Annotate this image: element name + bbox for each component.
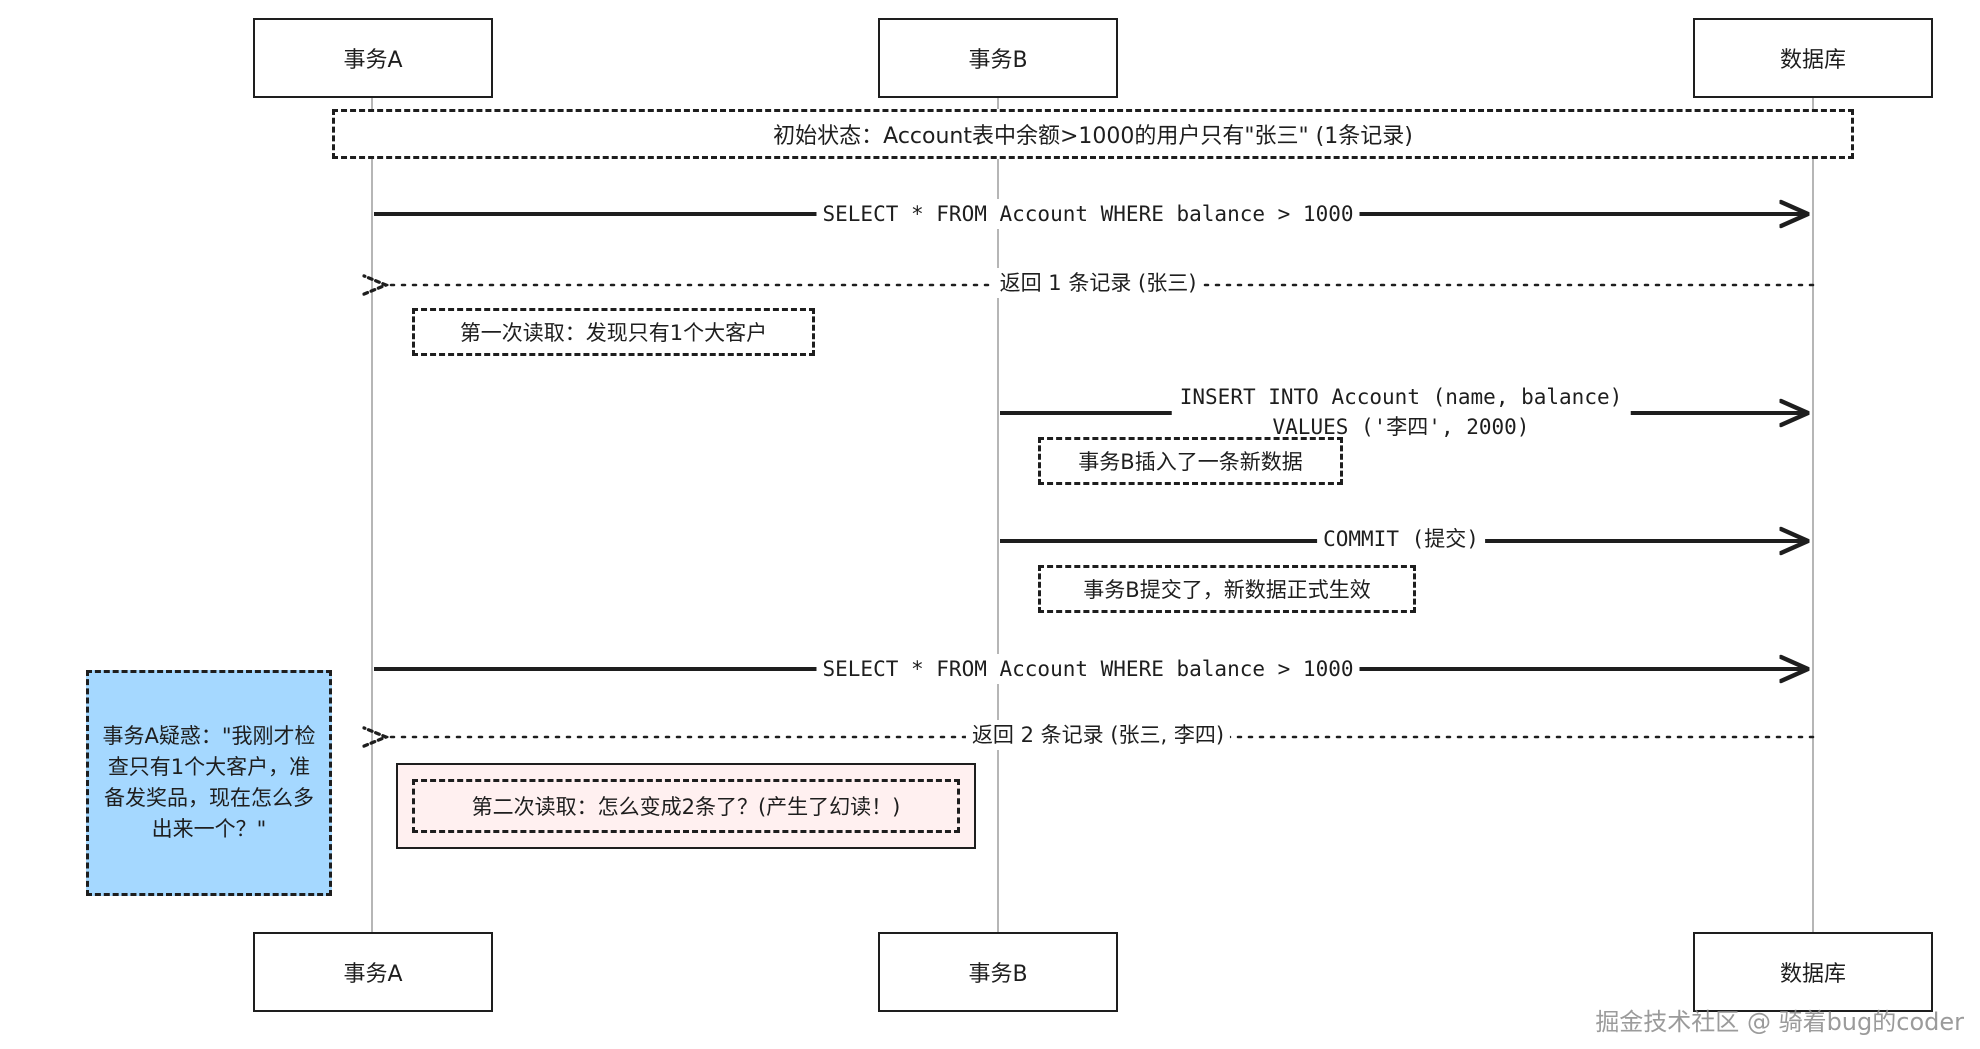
note-text: 第一次读取：发现只有1个大客户 (459, 321, 768, 345)
participant-transaction-b-top: 事务B (878, 18, 1118, 98)
note-text: 事务B提交了，新数据正式生效 (1083, 578, 1371, 602)
label-commit: COMMIT (提交) (1317, 524, 1485, 554)
participant-label: 事务A (343, 48, 403, 73)
note-text: 初始状态：Account表中余额>1000的用户只有"张三" (1条记录) (773, 124, 1413, 149)
note-text: 事务B插入了一条新数据 (1078, 450, 1303, 474)
label-return-1: 返回 1 条记录 (张三) (993, 268, 1203, 298)
participant-database-top: 数据库 (1693, 18, 1933, 98)
note-second-read: 第二次读取：怎么变成2条了？(产生了幻读！) (412, 779, 960, 833)
label-return-2: 返回 2 条记录 (张三, 李四) (965, 720, 1231, 750)
participant-transaction-a-bottom: 事务A (253, 932, 493, 1012)
label-insert-line-1: INSERT INTO Account (name, balance) (1179, 385, 1623, 409)
label-insert-line-2: VALUES ('李四', 2000) (1272, 415, 1530, 439)
note-text: 第二次读取：怎么变成2条了？(产生了幻读！) (471, 795, 901, 819)
participant-label: 事务B (968, 962, 1028, 987)
participant-transaction-b-bottom: 事务B (878, 932, 1118, 1012)
note-transaction-a-confused: 事务A疑惑："我刚才检查只有1个大客户，准备发奖品，现在怎么多出来一个？" (86, 670, 332, 896)
label-select-2: SELECT * FROM Account WHERE balance > 10… (816, 654, 1360, 684)
note-second-read-outer: 第二次读取：怎么变成2条了？(产生了幻读！) (396, 763, 976, 849)
note-b-inserted: 事务B插入了一条新数据 (1038, 437, 1343, 485)
participant-label: 事务A (343, 962, 403, 987)
note-first-read: 第一次读取：发现只有1个大客户 (412, 308, 815, 356)
participant-label: 数据库 (1779, 962, 1846, 987)
note-b-committed: 事务B提交了，新数据正式生效 (1038, 565, 1416, 613)
participant-transaction-a-top: 事务A (253, 18, 493, 98)
participant-label: 数据库 (1779, 48, 1846, 73)
note-text: 事务A疑惑："我刚才检查只有1个大客户，准备发奖品，现在怎么多出来一个？" (102, 724, 316, 841)
watermark: 掘金技术社区 @ 骑着bug的coder (1595, 1008, 1964, 1036)
participant-database-bottom: 数据库 (1693, 932, 1933, 1012)
participant-label: 事务B (968, 48, 1028, 73)
note-initial-state: 初始状态：Account表中余额>1000的用户只有"张三" (1条记录) (332, 109, 1854, 159)
label-select-1: SELECT * FROM Account WHERE balance > 10… (816, 199, 1360, 229)
label-insert: INSERT INTO Account (name, balance) VALU… (1171, 382, 1631, 442)
